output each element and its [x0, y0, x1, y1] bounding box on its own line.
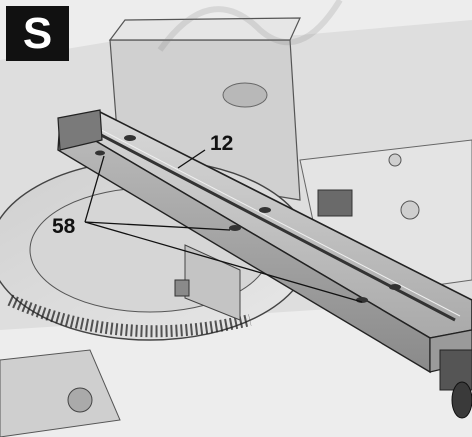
leader-line-12 [177, 149, 206, 169]
leader-line-58-a [84, 155, 105, 223]
section-letter-badge: S [6, 6, 69, 61]
watermark-mark [157, 0, 343, 52]
leader-line-58-b [84, 221, 231, 231]
leader-line-58-c [84, 221, 363, 303]
callout-label-12: 12 [210, 132, 234, 155]
callout-label-58: 58 [52, 215, 76, 238]
